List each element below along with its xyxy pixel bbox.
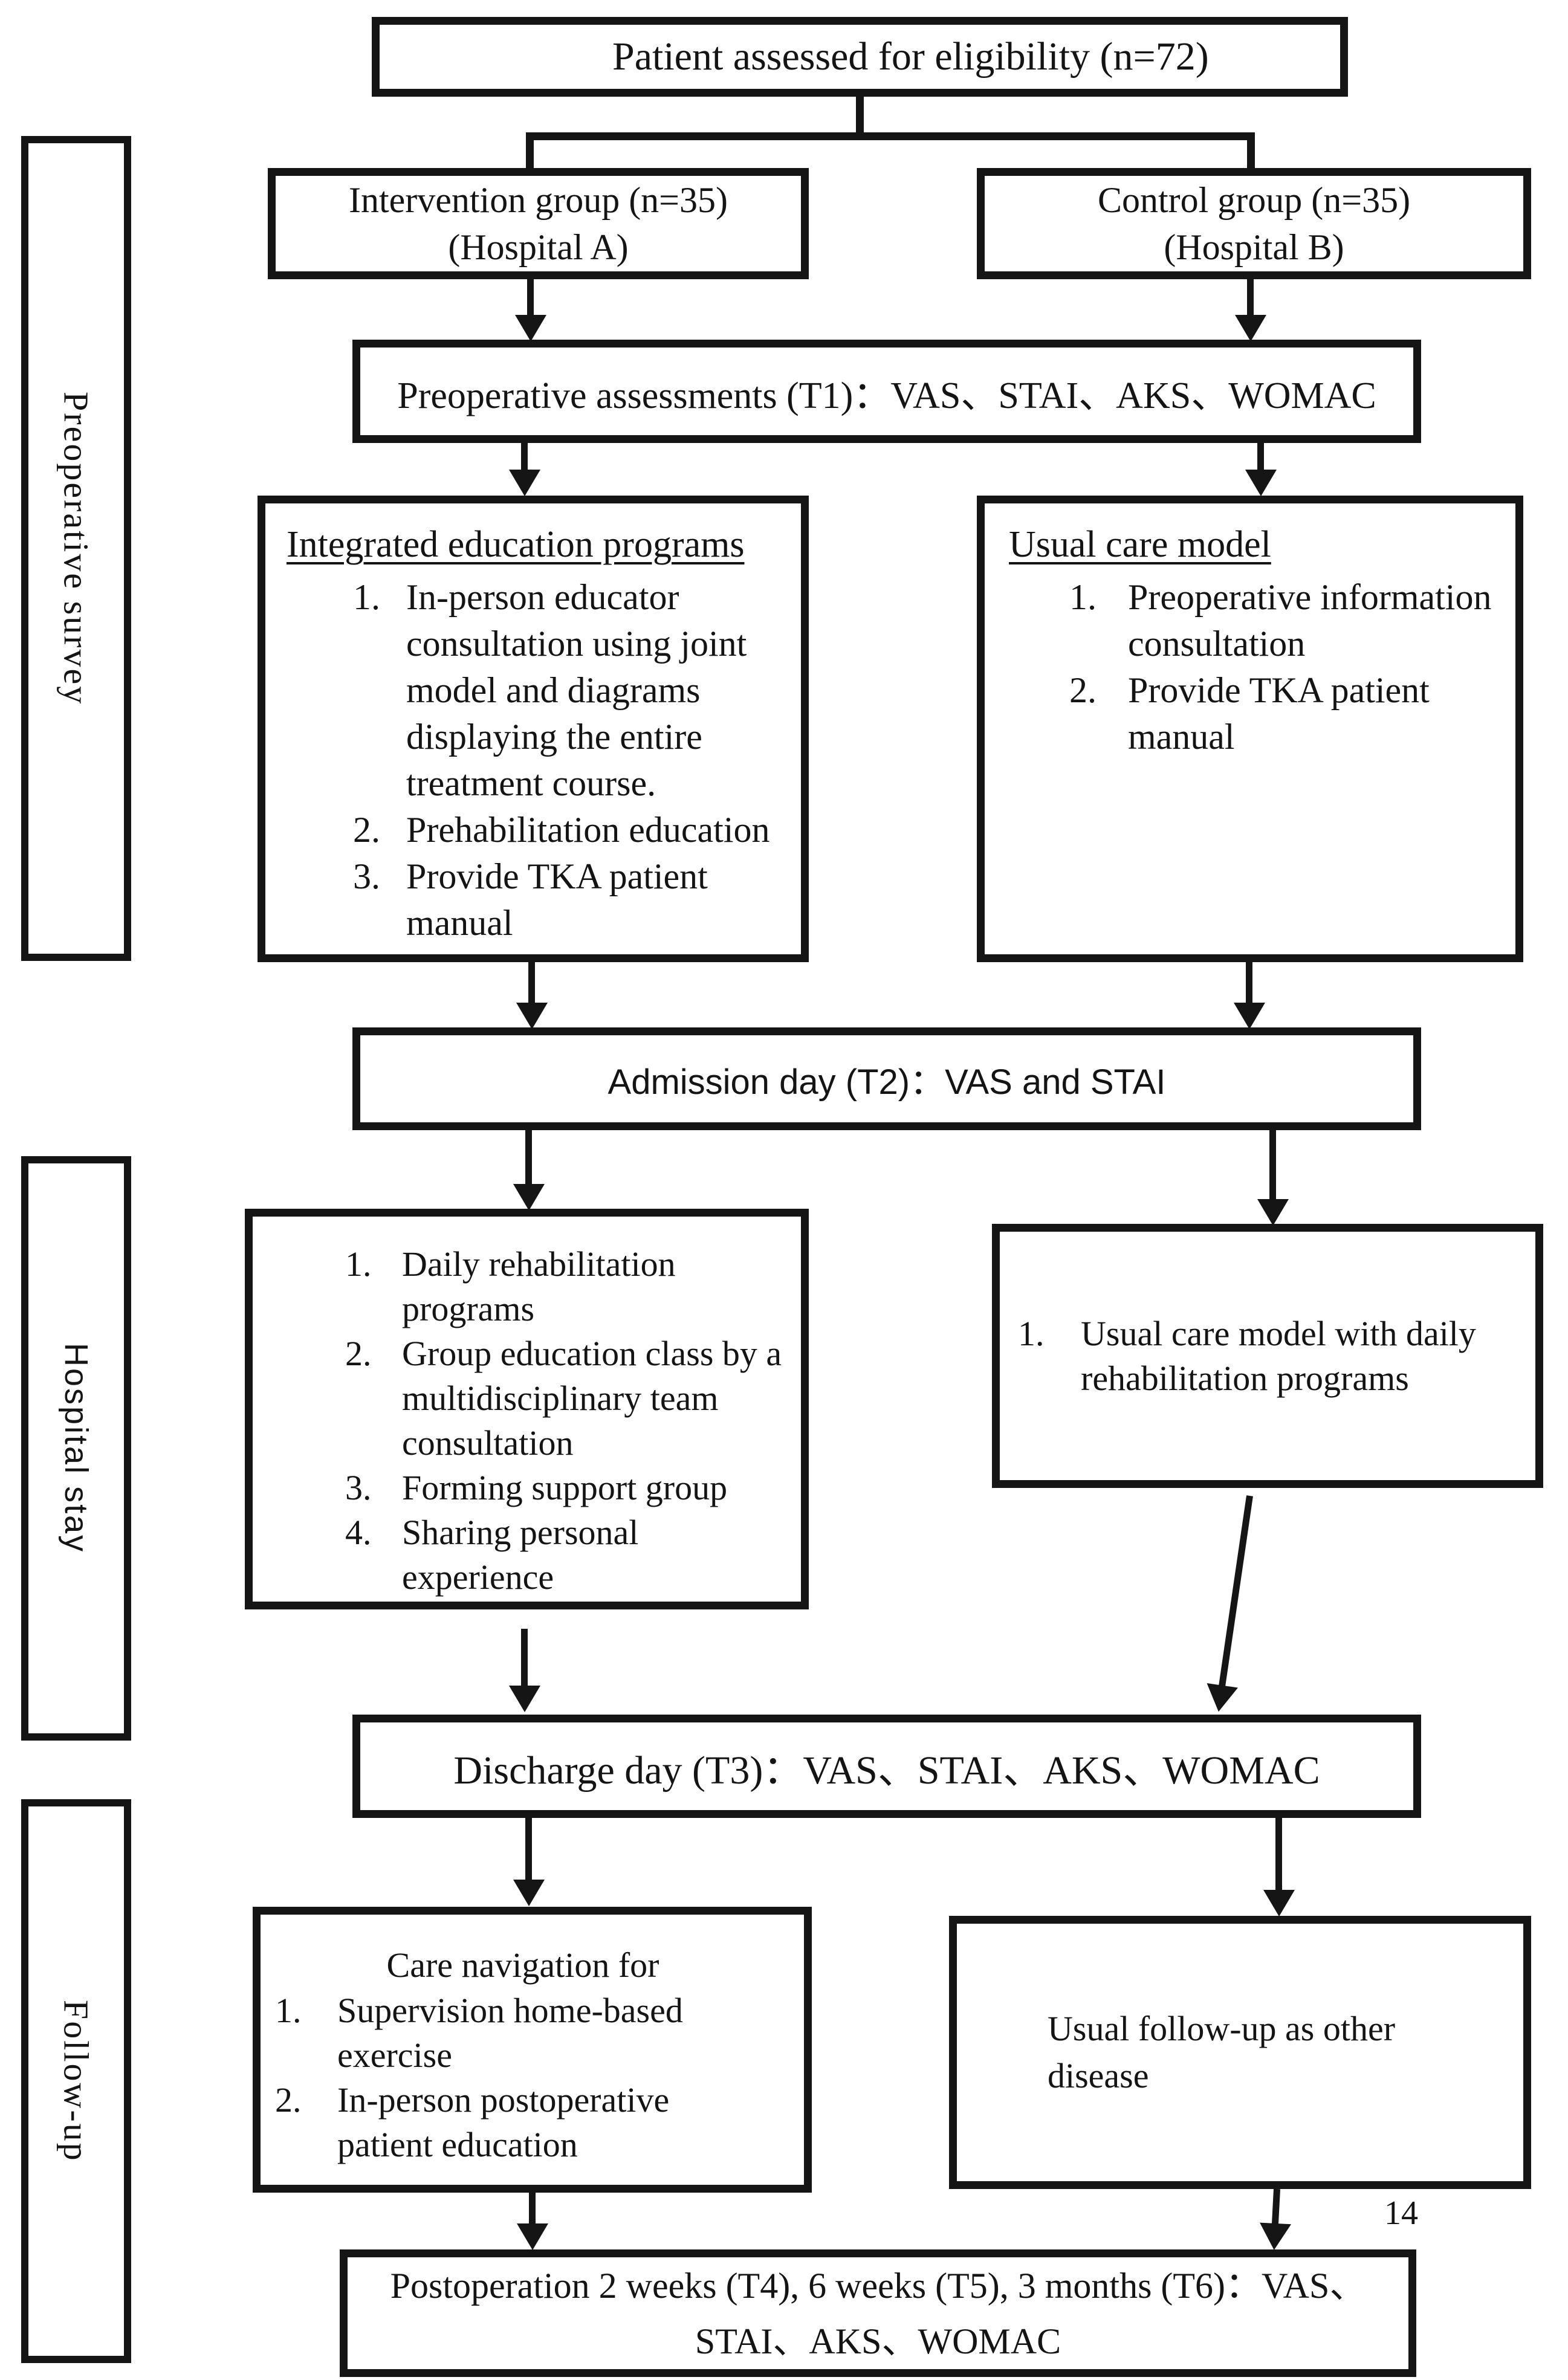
list-item-text: Sharing personal experience	[402, 1513, 639, 1597]
list-item-number: 2.	[345, 1334, 372, 1373]
arrow-discharge-to-followup-intervention	[525, 1818, 532, 1880]
stage-label-preoperative: Preoperative survey	[21, 136, 131, 961]
eligibility-text: Patient assessed for eligibility (n=72)	[612, 34, 1209, 79]
list-item-text: In-person educator consultation using jo…	[406, 577, 747, 803]
stage-label-hospital-stay: Hospital stay	[21, 1156, 131, 1741]
intervention-group-box: Intervention group (n=35) (Hospital A)	[268, 168, 809, 279]
control-group-box: Control group (n=35) (Hospital B)	[977, 168, 1531, 279]
list-item-text: Preoperative information consultation	[1128, 577, 1492, 664]
list-item: 3. Forming support group	[345, 1466, 792, 1510]
branch-left-drop-line	[526, 132, 534, 176]
list-item-number: 1.	[345, 1244, 372, 1284]
list-item-text: Prehabilitation education	[406, 810, 770, 850]
postoperation-box: Postoperation 2 weeks (T4), 6 weeks (T5)…	[340, 2249, 1416, 2377]
arrow-usual-care-to-admission	[1246, 962, 1252, 1003]
list-item-number: 1.	[1069, 577, 1097, 617]
postoperation-line1: Postoperation 2 weeks (T4), 6 weeks (T5)…	[390, 2265, 1366, 2306]
postoperation-line2: STAI、AKS、WOMAC	[695, 2321, 1061, 2361]
arrow-hospital-control-to-discharge	[1219, 1495, 1253, 1687]
arrow-hospital-intervention-to-discharge	[521, 1629, 528, 1686]
branch-right-drop-line	[1247, 132, 1255, 175]
list-item-number: 1.	[353, 577, 380, 617]
arrow-discharge-to-followup-control	[1275, 1818, 1282, 1890]
usual-care-box: Usual care model 1. Preoperative informa…	[977, 496, 1523, 962]
list-item-number: 3.	[353, 856, 380, 896]
arrow-control-to-preop	[1247, 279, 1254, 315]
page-number: 14	[1384, 2194, 1418, 2232]
list-item-number: 1.	[275, 1991, 302, 2030]
stage-label-follow-up: Follow-up	[21, 1799, 131, 2363]
list-item: 1. Usual care model with daily rehabilit…	[1018, 1311, 1517, 1401]
control-group-line1: Control group (n=35)	[1097, 180, 1411, 220]
integrated-education-box: Integrated education programs 1. In-pers…	[258, 496, 809, 962]
discharge-text: Discharge day (T3)：VAS、STAI、AKS、WOMAC	[453, 1748, 1320, 1793]
list-item-text: Supervision home-based exercise	[337, 1991, 683, 2075]
control-group-line2: (Hospital B)	[1164, 227, 1344, 267]
list-item: 2. Group education class by a multidisci…	[345, 1331, 792, 1466]
followup-control-box: Usual follow-up as other disease	[949, 1916, 1531, 2189]
list-item-number: 1.	[1018, 1313, 1045, 1353]
followup-intervention-box: Care navigation for 1. Supervision home-…	[253, 1907, 812, 2193]
list-item-text: Usual care model with daily rehabilitati…	[1081, 1313, 1476, 1398]
arrow-intervention-to-preop	[527, 279, 534, 315]
list-item-number: 2.	[275, 2080, 302, 2120]
intervention-group-line1: Intervention group (n=35)	[348, 180, 728, 220]
intervention-group-line2: (Hospital A)	[448, 227, 629, 267]
list-item: 1. Supervision home-based exercise	[275, 1988, 771, 2078]
eligibility-box: Patient assessed for eligibility (n=72)	[372, 17, 1348, 97]
list-item-text: In-person postoperative patient educatio…	[337, 2080, 670, 2164]
arrow-preop-to-integrated	[521, 443, 528, 470]
stage-label-hospital-stay-text: Hospital stay	[58, 1343, 94, 1554]
list-item-text: Forming support group	[402, 1468, 728, 1507]
list-item: 1. Daily rehabilitation programs	[345, 1242, 792, 1331]
arrow-followup-control-to-postop	[1271, 2188, 1280, 2225]
hospital-control-box: 1. Usual care model with daily rehabilit…	[992, 1224, 1543, 1488]
discharge-box: Discharge day (T3)：VAS、STAI、AKS、WOMAC	[352, 1715, 1421, 1818]
preop-assessment-box: Preoperative assessments (T1)：VAS、STAI、A…	[352, 340, 1421, 443]
list-item-text: Group education class by a multidiscipli…	[402, 1334, 782, 1463]
list-item: 2. Prehabilitation education	[353, 807, 792, 853]
list-item-number: 2.	[1069, 670, 1097, 710]
list-item-number: 2.	[353, 810, 380, 850]
arrow-preop-to-usual-care	[1257, 443, 1264, 470]
list-item: 1. Preoperative information consultation	[1069, 574, 1509, 667]
arrow-admission-to-hospital-control	[1269, 1130, 1276, 1200]
list-item: 3. Provide TKA patient manual	[353, 853, 792, 946]
arrow-integrated-to-admission	[528, 962, 535, 1003]
list-item-number: 4.	[345, 1513, 372, 1552]
list-item: 1. In-person educator consultation using…	[353, 574, 792, 807]
branch-stem-line	[856, 94, 864, 136]
list-item-text: Provide TKA patient manual	[1128, 670, 1430, 757]
stage-label-follow-up-text: Follow-up	[56, 2000, 96, 2162]
followup-intervention-heading: Care navigation for	[386, 1945, 659, 1985]
arrow-admission-to-hospital-intervention	[525, 1130, 532, 1185]
hospital-intervention-box: 1. Daily rehabilitation programs 2. Grou…	[245, 1209, 809, 1609]
arrow-followup-intervention-to-postop	[529, 2193, 536, 2224]
list-item: 2. In-person postoperative patient educa…	[275, 2078, 771, 2167]
preop-assessment-text: Preoperative assessments (T1)：VAS、STAI、A…	[397, 375, 1376, 416]
branch-horizontal-line	[526, 132, 1255, 140]
list-item: 4. Sharing personal experience	[345, 1510, 792, 1600]
list-item: 2. Provide TKA patient manual	[1069, 667, 1509, 760]
integrated-education-heading: Integrated education programs	[287, 524, 745, 565]
admission-text: Admission day (T2)：VAS and STAI	[607, 1062, 1166, 1102]
admission-box: Admission day (T2)：VAS and STAI	[352, 1027, 1421, 1130]
list-item-number: 3.	[345, 1468, 372, 1507]
list-item-text: Daily rehabilitation programs	[402, 1244, 676, 1328]
followup-control-text: Usual follow-up as other disease	[1048, 2009, 1396, 2095]
stage-label-preoperative-text: Preoperative survey	[56, 391, 96, 706]
usual-care-heading: Usual care model	[1009, 524, 1271, 565]
list-item-text: Provide TKA patient manual	[406, 856, 708, 943]
